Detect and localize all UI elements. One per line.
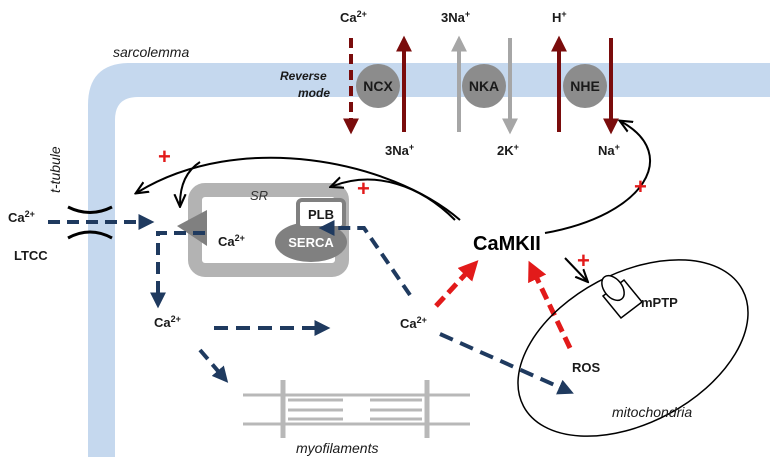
ncx-ca-label: Ca2+ (340, 9, 367, 25)
plb-label: PLB (308, 207, 334, 222)
ltcc-ca-label: Ca2+ (8, 209, 35, 225)
mito-ca-uptake-arrow (439, 332, 574, 395)
nhe-label: NHE (570, 78, 600, 94)
serca-label: SERCA (288, 235, 334, 250)
cytosol-ca-mid-label: Ca2+ (400, 315, 427, 331)
ltcc-channel-lower (67, 230, 113, 240)
plus-nhe: + (634, 174, 647, 199)
plus-mptp: + (577, 248, 590, 273)
plus-plb: + (357, 176, 370, 201)
myofilaments-label: myofilaments (296, 440, 378, 456)
nhe-pump (563, 64, 607, 108)
ros-label: ROS (572, 360, 601, 375)
camkii-label: CaMKII (473, 233, 541, 255)
ca-activates-camkii-arrow (434, 260, 479, 308)
nhe-na-label: Na+ (598, 142, 620, 158)
nka-pump (462, 64, 506, 108)
ros-activates-camkii-arrow (528, 260, 573, 350)
serca-uptake-arrow (318, 220, 412, 297)
mitochondria-label: mitochondria (612, 404, 692, 420)
myofilaments-structure (243, 380, 470, 438)
camkii-to-nhe-arrow (544, 122, 651, 234)
sr-release-arrow (150, 231, 205, 309)
nka-label: NKA (469, 78, 499, 94)
sr-label: SR (250, 188, 268, 203)
myofilament-ca-arrow (198, 348, 229, 383)
ncx-label: NCX (363, 78, 393, 94)
ltcc-channel-upper (67, 205, 113, 214)
t-tubule-label: t-tubule (47, 146, 63, 193)
plus-ltcc: + (158, 144, 171, 169)
mitochondria-outline (517, 259, 749, 437)
ltcc-label: LTCC (14, 248, 48, 263)
nka-k-label: 2K+ (497, 142, 519, 158)
camkii-to-mptp-arrow (564, 257, 586, 280)
nhe-h-label: H+ (552, 9, 567, 25)
ncx-pump (356, 64, 400, 108)
sarcolemma-label: sarcolemma (113, 44, 189, 60)
reverse-mode-label: Reverse mode (280, 69, 330, 100)
ncx-na-label: 3Na+ (385, 142, 414, 158)
mptp-label: mPTP (641, 295, 678, 310)
sr-ca-label: Ca2+ (218, 233, 245, 249)
nka-na-label: 3Na+ (441, 9, 470, 25)
camkii-to-ryr-arrow (180, 161, 201, 204)
mptp-pore (601, 274, 644, 320)
ryr-release-channel (177, 210, 207, 246)
camkii-to-plb-arrow (333, 180, 456, 221)
cytosol-ca-left-label: Ca2+ (154, 314, 181, 330)
